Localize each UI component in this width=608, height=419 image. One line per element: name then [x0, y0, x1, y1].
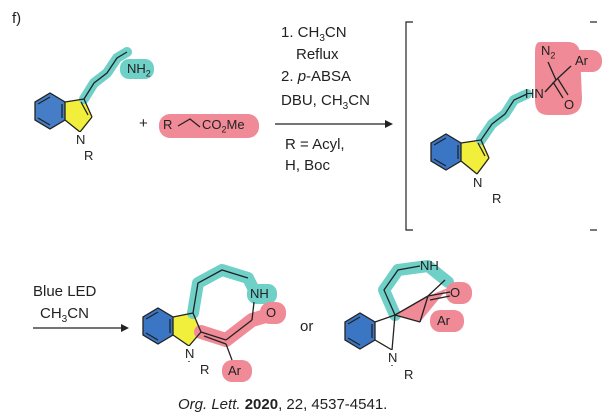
- int-chain-highlight: [476, 89, 532, 145]
- r-definition-line-1: R = Acyl,: [285, 136, 345, 153]
- prodB-benzene-highlight: [345, 313, 375, 349]
- int-ar-label: Ar: [575, 53, 588, 68]
- indole-r-label: R: [84, 148, 94, 163]
- ethylamine-chain-highlight: [79, 47, 132, 104]
- prodA-r-label: R: [200, 362, 210, 377]
- arrow-step1: [275, 120, 393, 128]
- condition-line-1: 1. CH3CN: [281, 24, 347, 44]
- ester-r-label: R: [163, 117, 173, 132]
- step2-condition-line-1: Blue LED: [33, 283, 97, 300]
- prodA-benzene-highlight: [143, 308, 173, 344]
- ester-highlight: [159, 114, 259, 138]
- prodB-r-label: R: [404, 367, 414, 382]
- prodA-o-label: O: [266, 305, 277, 320]
- nh2-highlight: [120, 59, 154, 79]
- spirocyclopropane-product: [344, 260, 472, 366]
- nh2-label: NH2: [127, 61, 151, 79]
- indole-n-label: N: [75, 132, 87, 147]
- r-definition-line-2: H, Boc: [285, 157, 331, 174]
- prodB-pink-highlight: [395, 288, 448, 322]
- prodB-ar-label: Ar: [437, 313, 450, 328]
- int-r-label: R: [492, 191, 502, 206]
- diazo-n2-label: N2: [541, 43, 556, 61]
- prodA-n-label: N: [184, 346, 196, 361]
- prodA-nh-label: NH: [250, 286, 269, 301]
- panel-label: f): [12, 10, 22, 27]
- ester-reactant: [159, 114, 259, 138]
- int-benzene-highlight: [431, 134, 461, 170]
- condition-line-3: 2. p-ABSA: [281, 68, 352, 85]
- diazo-intermediate: [430, 42, 602, 190]
- condition-line-4: DBU, CH3CN: [281, 92, 370, 112]
- co2me-label: CO2Me: [202, 117, 245, 135]
- int-o-label: O: [564, 97, 575, 112]
- azepinoindole-product: [142, 264, 286, 382]
- int-pyrrole-highlight: [461, 140, 489, 174]
- prodB-n-label: N: [387, 350, 399, 365]
- prodA-pyrrole-highlight: [173, 313, 201, 346]
- or-label: or: [300, 318, 314, 335]
- benzene-ring-highlight: [35, 93, 65, 129]
- condition-line-2: Reflux: [296, 46, 339, 63]
- prodB-o-label: O: [450, 285, 461, 300]
- citation: Org. Lett. 2020, 22, 4537-4541.: [178, 396, 388, 413]
- int-n-label: N: [472, 175, 484, 190]
- int-hn-label: HN: [525, 86, 544, 101]
- pyrrole-ring-highlight: [65, 99, 92, 133]
- arrow-step2: [33, 324, 129, 332]
- prodA-ar-label: Ar: [228, 363, 241, 378]
- prodB-nh-label: NH: [420, 258, 439, 273]
- intermediate-bracket: [405, 21, 597, 231]
- plus-sign: +: [139, 115, 148, 132]
- tryptamine-reactant: [34, 47, 154, 146]
- step2-condition-line-2: CH3CN: [40, 305, 89, 325]
